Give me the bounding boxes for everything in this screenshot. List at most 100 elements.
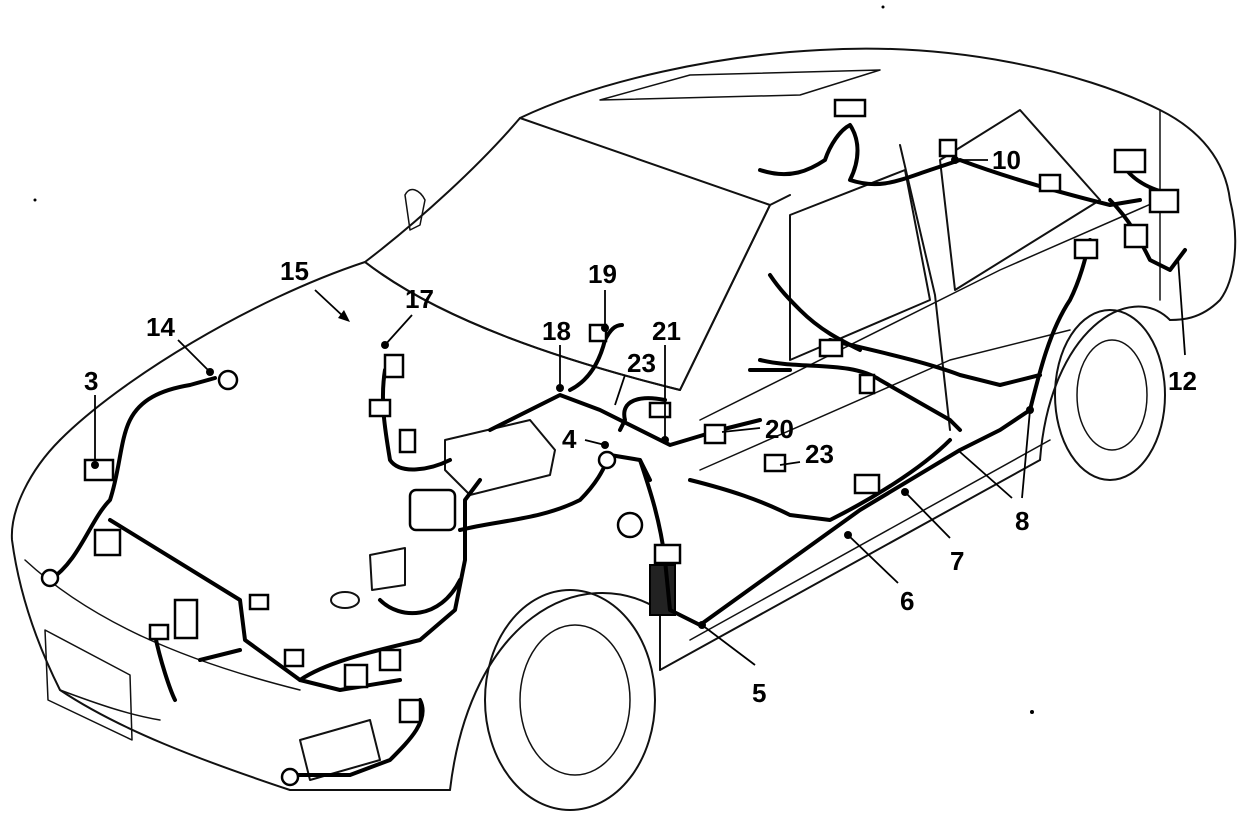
engine-bay-components [299, 419, 676, 781]
rear-door-window [939, 109, 1101, 291]
relay-block [408, 488, 457, 532]
hood-outline [59, 261, 681, 441]
roof-outline [519, 47, 1231, 201]
speck [1030, 710, 1034, 714]
car-body [10, 47, 1237, 811]
connector-trunk-b [1148, 188, 1180, 214]
connector-lower [248, 593, 270, 611]
connector-engine-d [283, 648, 305, 668]
reservoir-cap [330, 591, 360, 609]
sunroof-outline [599, 69, 881, 101]
dash-harness [488, 393, 762, 447]
leader-8b [959, 451, 1013, 499]
front-wheel [484, 589, 656, 811]
connector-10 [938, 138, 958, 158]
wiring-harness-lines [48, 123, 1187, 777]
windshield-outline [364, 117, 771, 391]
connector-engine-a [343, 663, 369, 689]
connector-rear-seat [858, 373, 876, 395]
leader-dot-8 [1026, 406, 1034, 414]
rear-wheel [1054, 309, 1166, 481]
leader-dot-18 [556, 384, 564, 392]
connector-rear-lamp [1073, 238, 1099, 260]
callout-10: 10 [992, 145, 1021, 175]
connector-4 [597, 450, 617, 470]
front-door-window [789, 169, 931, 361]
connector-horn [40, 568, 60, 588]
callout-20: 20 [765, 414, 794, 444]
leader-dot-10 [951, 156, 959, 164]
lower-engine-harness [288, 578, 462, 777]
floor-pan [699, 329, 1071, 471]
leader-15 [314, 289, 346, 319]
harness-connectors [40, 98, 1180, 787]
leader-dot-19 [601, 324, 609, 332]
leader-7 [904, 491, 951, 539]
scan-specks [33, 5, 1034, 714]
connector-left-side [368, 398, 392, 418]
leader-arrow-15 [338, 310, 350, 322]
connector-floor [853, 473, 881, 495]
connector-dome [833, 98, 867, 118]
leader-8a [1021, 409, 1031, 499]
callout-14: 14 [146, 312, 175, 342]
floor-harness [688, 438, 952, 522]
callout-23-floor: 23 [805, 439, 834, 469]
speck [33, 198, 37, 202]
leader-dot-3 [91, 461, 99, 469]
connector-14 [217, 369, 239, 391]
connector-engine-b [378, 648, 402, 672]
speck [881, 5, 885, 9]
leader-dot-5 [698, 621, 706, 629]
connector-fog [148, 623, 170, 641]
leader-12 [1177, 257, 1186, 356]
headlight-assembly [299, 719, 381, 781]
callout-6: 6 [900, 586, 914, 616]
sill-harness [698, 408, 1032, 627]
leader-dot-21 [661, 436, 669, 444]
connector-23b [763, 453, 787, 473]
callout-15: 15 [280, 256, 309, 286]
leader-5 [701, 624, 756, 666]
rear-wheel-arch [1039, 305, 1171, 461]
connector-trunk-a [1113, 148, 1147, 174]
leader-dot-4 [601, 441, 609, 449]
engine-harness [298, 478, 482, 682]
connector-trunk-c [1123, 223, 1149, 249]
connector-20 [703, 423, 727, 445]
front-bumper-outline [10, 439, 451, 791]
connector-rear-roof [1038, 173, 1062, 193]
leader-dot-7 [901, 488, 909, 496]
connector-headlamp [93, 528, 122, 557]
callout-leaders [91, 156, 1186, 666]
battery [369, 547, 406, 591]
front-harness [48, 376, 217, 582]
front-wheel-inner [519, 624, 631, 776]
trunk-harness [1108, 158, 1187, 272]
connector-ecu [653, 543, 682, 565]
connector-seat [818, 338, 844, 358]
bumper-harness [108, 518, 402, 692]
radio-harness [618, 396, 667, 432]
callout-17: 17 [405, 284, 434, 314]
rear-body [1169, 199, 1237, 321]
connector-washer [173, 598, 199, 640]
rear-floor-harness [758, 338, 1042, 432]
leader-17 [384, 314, 413, 346]
b-pillar [899, 144, 951, 431]
rear-wheel-inner [1076, 339, 1148, 451]
callout-labels: 3 4 5 6 7 8 10 12 14 15 17 18 19 20 21 2… [84, 145, 1197, 708]
leader-dot-17 [381, 341, 389, 349]
leader-14 [177, 339, 211, 373]
lower-front-harness [153, 633, 242, 702]
callout-18: 18 [542, 316, 571, 346]
connector-kick [616, 511, 644, 539]
callout-19: 19 [588, 259, 617, 289]
front-wheel-arch [449, 592, 661, 791]
callout-8: 8 [1015, 506, 1029, 536]
left-harness [380, 368, 452, 472]
callout-7: 7 [950, 546, 964, 576]
leader-20 [721, 427, 761, 433]
callout-23-dash: 23 [627, 348, 656, 378]
